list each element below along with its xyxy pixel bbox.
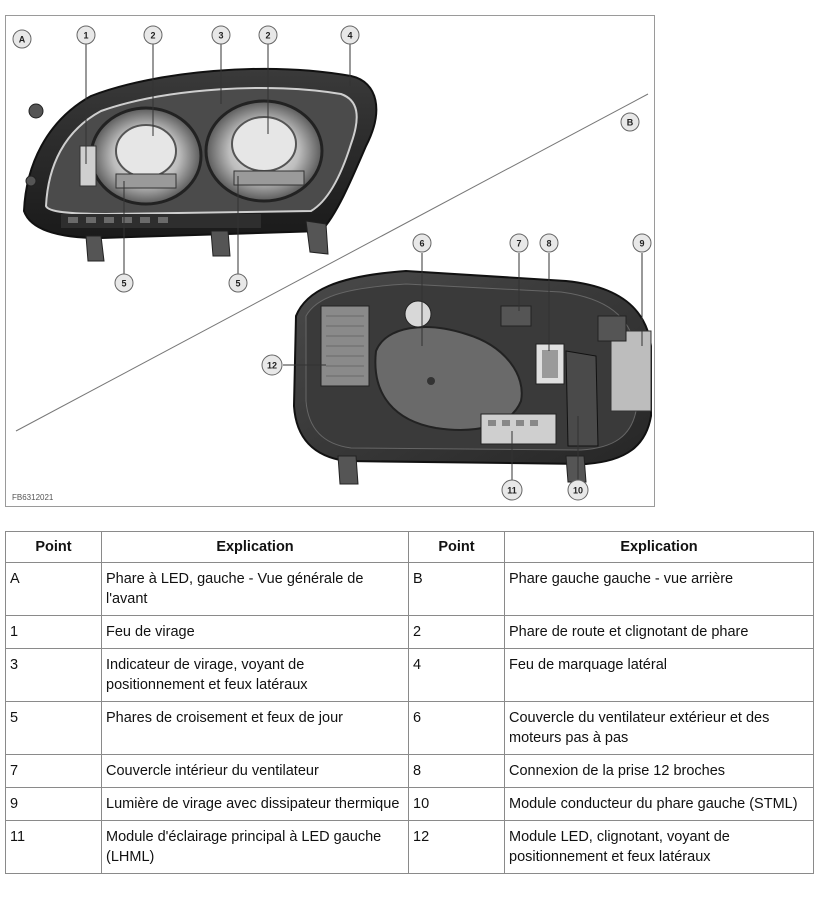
callout-6: 6 [412,233,432,253]
point-cell: 12 [408,820,505,874]
svg-text:1: 1 [83,31,88,41]
headlamp-illustration: A B 1 2 3 2 4 5 5 6 7 8 9 12 11 10 FB631… [12,25,652,502]
explanation-cell: Couvercle intérieur du ventilateur [101,754,409,788]
callout-b: B [620,112,640,132]
legend-table: Point Explication Point Explication A Ph… [5,531,814,874]
callout-10: 10 [567,479,589,501]
callout-1: 1 [76,25,96,45]
explanation-cell: Couvercle du ventilateur extérieur et de… [504,701,814,755]
point-cell: 10 [408,787,505,821]
callout-7: 7 [509,233,529,253]
header-point: Point [408,531,505,563]
point-cell: B [408,562,505,616]
point-cell: 8 [408,754,505,788]
table-row: 11 Module d'éclairage principal à LED ga… [5,820,814,874]
callout-a: A [12,29,32,49]
explanation-cell: Phares de croisement et feux de jour [101,701,409,755]
legend-header-row: Point Explication Point Explication [5,531,814,563]
explanation-cell: Module LED, clignotant, voyant de positi… [504,820,814,874]
callout-9: 9 [632,233,652,253]
callout-2-left: 2 [143,25,163,45]
table-row: 9 Lumière de virage avec dissipateur the… [5,787,814,821]
svg-text:4: 4 [347,31,352,41]
callout-3: 3 [211,25,231,45]
svg-text:8: 8 [546,239,551,249]
svg-text:5: 5 [235,279,240,289]
front-view-headlamp [22,67,378,262]
point-cell: 5 [5,701,102,755]
svg-text:2: 2 [150,31,155,41]
point-cell: A [5,562,102,616]
point-cell: 7 [5,754,102,788]
svg-text:6: 6 [419,239,424,249]
callout-5-left: 5 [114,273,134,293]
figure-code: FB6312021 [12,493,54,502]
point-cell: 1 [5,615,102,649]
callout-8: 8 [539,233,559,253]
table-row: 1 Feu de virage 2 Phare de route et clig… [5,615,814,649]
svg-text:12: 12 [267,361,277,371]
explanation-cell: Phare de route et clignotant de phare [504,615,814,649]
explanation-cell: Connexion de la prise 12 broches [504,754,814,788]
header-explication: Explication [101,531,409,563]
svg-text:3: 3 [218,31,223,41]
table-row: A Phare à LED, gauche - Vue générale de … [5,562,814,616]
point-cell: 11 [5,820,102,874]
explanation-cell: Phare à LED, gauche - Vue générale de l'… [101,562,409,616]
rear-view-headlamp [292,269,652,485]
callout-12: 12 [261,354,283,376]
point-cell: 6 [408,701,505,755]
point-cell: 4 [408,648,505,702]
point-cell: 3 [5,648,102,702]
explanation-cell: Phare gauche gauche - vue arrière [504,562,814,616]
explanation-cell: Lumière de virage avec dissipateur therm… [101,787,409,821]
table-row: 3 Indicateur de virage, voyant de positi… [5,648,814,702]
callout-4: 4 [340,25,360,45]
svg-text:A: A [19,35,26,45]
callout-leader-lines [85,43,643,489]
explanation-cell: Feu de marquage latéral [504,648,814,702]
table-row: 5 Phares de croisement et feux de jour 6… [5,701,814,755]
header-explication: Explication [504,531,814,563]
headlamp-figure: A B 1 2 3 2 4 5 5 6 7 8 9 12 11 10 FB631… [5,15,655,507]
point-cell: 9 [5,787,102,821]
callout-2-right: 2 [258,25,278,45]
svg-text:9: 9 [639,239,644,249]
svg-text:11: 11 [507,486,517,496]
svg-text:10: 10 [573,486,583,496]
explanation-cell: Module conducteur du phare gauche (STML) [504,787,814,821]
svg-text:7: 7 [516,239,521,249]
explanation-cell: Indicateur de virage, voyant de position… [101,648,409,702]
callout-11: 11 [501,479,523,501]
table-row: 7 Couvercle intérieur du ventilateur 8 C… [5,754,814,788]
header-point: Point [5,531,102,563]
explanation-cell: Module d'éclairage principal à LED gauch… [101,820,409,874]
view-divider-line [15,93,649,432]
svg-text:B: B [627,118,634,128]
svg-text:2: 2 [265,31,270,41]
svg-text:5: 5 [121,279,126,289]
callout-5-right: 5 [228,273,248,293]
explanation-cell: Feu de virage [101,615,409,649]
point-cell: 2 [408,615,505,649]
